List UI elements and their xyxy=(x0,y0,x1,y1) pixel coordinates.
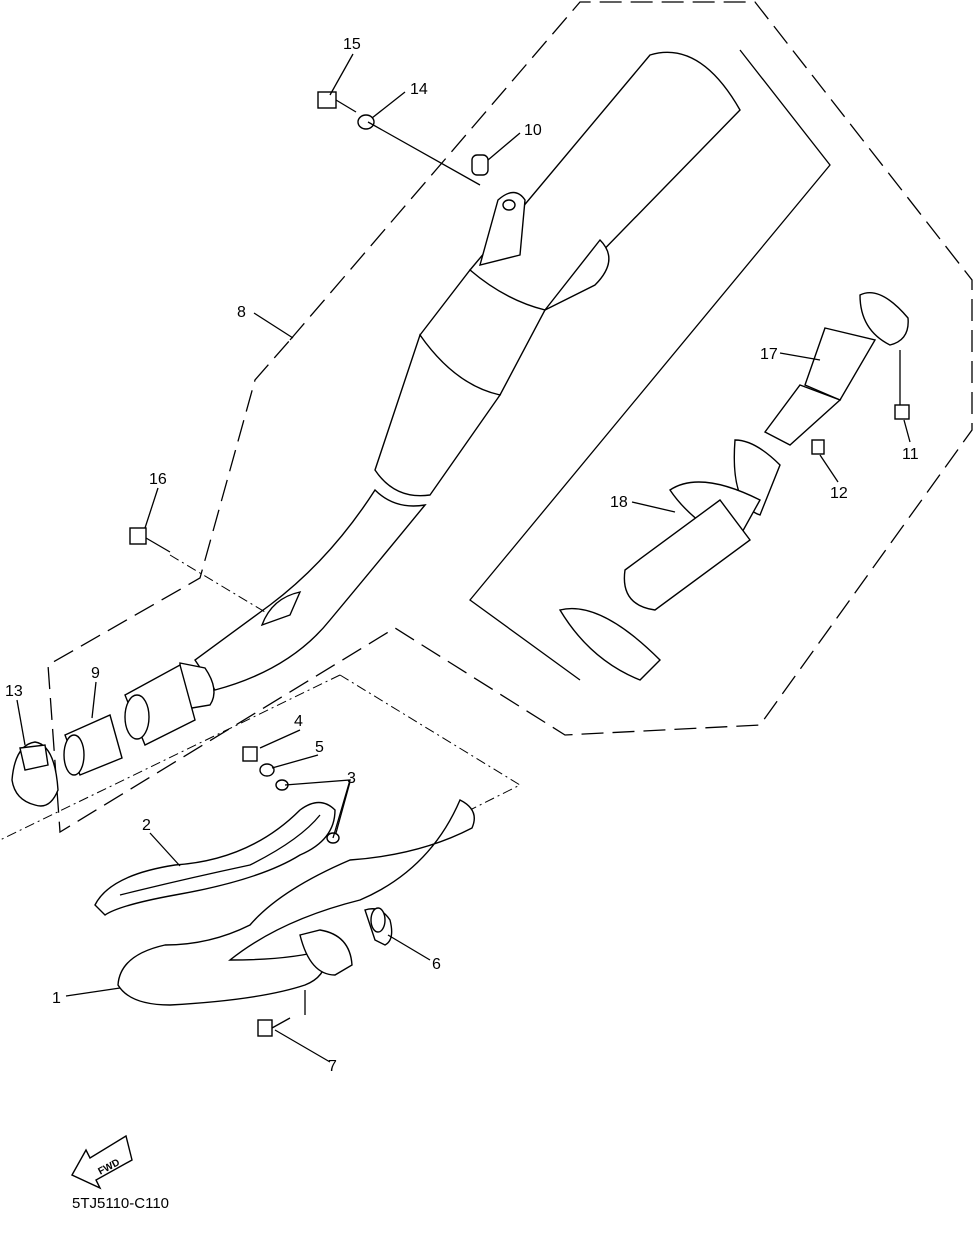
callout-18: 18 xyxy=(610,494,628,511)
callout-7: 7 xyxy=(328,1058,337,1075)
callout-13: 13 xyxy=(5,683,23,700)
exhaust-pipe-group-boundary xyxy=(339,674,522,811)
fwd-arrow-icon: FWD xyxy=(71,1134,133,1190)
protector-plate xyxy=(94,801,336,916)
gasket-part xyxy=(63,714,123,776)
bolt-7 xyxy=(257,1019,273,1037)
guide-lines xyxy=(169,121,901,1015)
callout-14: 14 xyxy=(410,81,428,98)
callout-4: 4 xyxy=(294,713,303,730)
callout-17: 17 xyxy=(760,346,778,363)
silencer-internals-boundary xyxy=(469,49,831,681)
joint-slip xyxy=(124,663,196,746)
callout-9: 9 xyxy=(91,665,100,682)
bolt-4 xyxy=(242,746,258,762)
callout-3: 3 xyxy=(347,770,356,787)
callout-15: 15 xyxy=(343,36,361,53)
gasket-6 xyxy=(370,907,386,933)
callout-6: 6 xyxy=(432,956,441,973)
catalog-code: 5TJ5110-C110 xyxy=(72,1195,169,1212)
callout-11: 11 xyxy=(902,446,919,463)
collar-10 xyxy=(471,154,489,176)
muffler-group-boundary xyxy=(47,1,973,834)
callout-2: 2 xyxy=(142,817,151,834)
group-boundaries xyxy=(0,1,973,841)
callout-16: 16 xyxy=(149,471,167,488)
callout-labels: 15 14 10 8 16 9 13 4 5 3 2 1 6 7 11 12 1… xyxy=(5,36,919,1075)
silencer-internals xyxy=(558,291,909,681)
hardware xyxy=(129,91,910,1037)
callout-10: 10 xyxy=(524,122,542,139)
bolt-16 xyxy=(129,527,147,545)
exhaust-pipe-group-boundary-2 xyxy=(0,674,341,841)
callout-12: 12 xyxy=(830,485,848,502)
screw-11 xyxy=(894,404,910,420)
washer-5 xyxy=(259,763,275,777)
muffler-body xyxy=(179,51,741,711)
clamp-part xyxy=(11,741,59,807)
leader-lines xyxy=(16,53,911,1063)
washer-14 xyxy=(357,114,375,130)
callout-5: 5 xyxy=(315,739,324,756)
callout-1: 1 xyxy=(52,990,61,1007)
bolt-12 xyxy=(811,439,825,455)
bolt-15 xyxy=(317,91,337,109)
callout-8: 8 xyxy=(237,304,246,321)
